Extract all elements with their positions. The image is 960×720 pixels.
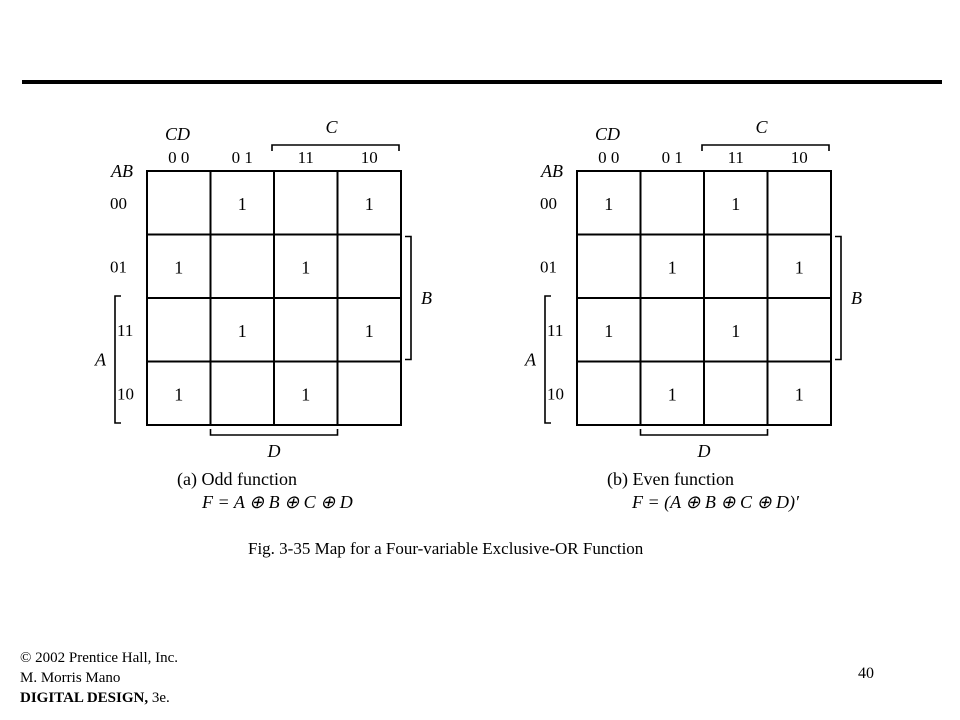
- d-bracket: [639, 429, 769, 436]
- kmap-cell: [766, 297, 832, 363]
- kmap-cell: [273, 297, 339, 363]
- var-c-label: C: [325, 117, 338, 137]
- var-b-label: B: [421, 288, 432, 308]
- map-formula: F = A ⊕ B ⊕ C ⊕ D: [201, 492, 353, 512]
- cd-label: CD: [165, 124, 190, 144]
- kmap-cell-value: 1: [731, 194, 740, 214]
- var-a-label: A: [94, 350, 107, 370]
- kmap-cell: [766, 170, 832, 236]
- kmap-cell: [639, 170, 705, 236]
- var-d-label: D: [267, 441, 281, 461]
- kmap-cell-value: 1: [668, 258, 677, 278]
- kmap-cell-value: 1: [365, 194, 374, 214]
- ab-label: AB: [110, 161, 133, 181]
- row-header: 00: [110, 194, 127, 213]
- row-header: 01: [540, 258, 557, 277]
- column-header: 10: [361, 148, 378, 167]
- column-header: 11: [298, 148, 314, 167]
- kmap-cell: [336, 360, 402, 426]
- var-c-label: C: [755, 117, 768, 137]
- column-header: 0 0: [168, 148, 189, 167]
- c-bracket: [701, 144, 830, 151]
- b-bracket: [405, 235, 412, 361]
- page-number: 40: [858, 665, 874, 682]
- row-header: 00: [540, 194, 557, 213]
- d-bracket: [209, 429, 339, 436]
- kmap-cell: [576, 233, 642, 299]
- kmap-cell-value: 1: [795, 385, 804, 405]
- kmap-cell: [703, 233, 769, 299]
- author-line: M. Morris Mano: [20, 670, 121, 686]
- kmap-cell-value: 1: [795, 258, 804, 278]
- kmap-cell-value: 1: [301, 258, 310, 278]
- kmap-cell-value: 1: [238, 194, 247, 214]
- kmap-cell: [209, 360, 275, 426]
- kmap-cell-value: 1: [731, 321, 740, 341]
- kmap-cell: [703, 360, 769, 426]
- kmap-cell-value: 1: [604, 321, 613, 341]
- kmap-cell: [576, 360, 642, 426]
- kmap-cell-value: 1: [174, 258, 183, 278]
- row-header: 01: [110, 258, 127, 277]
- book-line: DIGITAL DESIGN, 3e.: [20, 688, 170, 708]
- var-a-label: A: [524, 350, 537, 370]
- kmap-cell: [209, 233, 275, 299]
- kmap-cell: [766, 360, 832, 426]
- ab-label: AB: [540, 161, 563, 181]
- a-bracket: [544, 295, 551, 424]
- var-d-label: D: [697, 441, 711, 461]
- book-title: DIGITAL DESIGN,: [20, 690, 149, 706]
- kmap-cell: [639, 297, 705, 363]
- b-bracket: [835, 235, 842, 361]
- var-b-label: B: [851, 288, 862, 308]
- cd-label: CD: [595, 124, 620, 144]
- kmap-cell-value: 1: [174, 385, 183, 405]
- map-formula: F = (A ⊕ B ⊕ C ⊕ D)′: [631, 492, 800, 513]
- kmap-cell: [146, 170, 212, 236]
- c-bracket: [271, 144, 400, 151]
- kmap-cell: [273, 170, 339, 236]
- column-header: 11: [728, 148, 744, 167]
- column-header: 0 1: [232, 148, 253, 167]
- kmap-cell-value: 1: [604, 194, 613, 214]
- kmap-cell-value: 1: [668, 385, 677, 405]
- column-header: 0 1: [662, 148, 683, 167]
- a-bracket: [114, 295, 121, 424]
- map-caption: (a) Odd function: [177, 469, 297, 490]
- kmap-cell-value: 1: [238, 321, 247, 341]
- kmap-cell-value: 1: [301, 385, 310, 405]
- map-caption: (b) Even function: [607, 469, 734, 490]
- figure-caption: Fig. 3-35 Map for a Four-variable Exclus…: [248, 539, 644, 558]
- row-header: 11: [547, 321, 563, 340]
- row-header: 10: [117, 385, 134, 404]
- kmap-cell: [146, 297, 212, 363]
- kmap-cell-value: 1: [365, 321, 374, 341]
- copyright-line: © 2002 Prentice Hall, Inc.: [20, 650, 179, 666]
- row-header: 10: [547, 385, 564, 404]
- column-header: 10: [791, 148, 808, 167]
- kmap-cell: [336, 233, 402, 299]
- row-header: 11: [117, 321, 133, 340]
- column-header: 0 0: [598, 148, 619, 167]
- book-edition: 3e.: [148, 690, 170, 706]
